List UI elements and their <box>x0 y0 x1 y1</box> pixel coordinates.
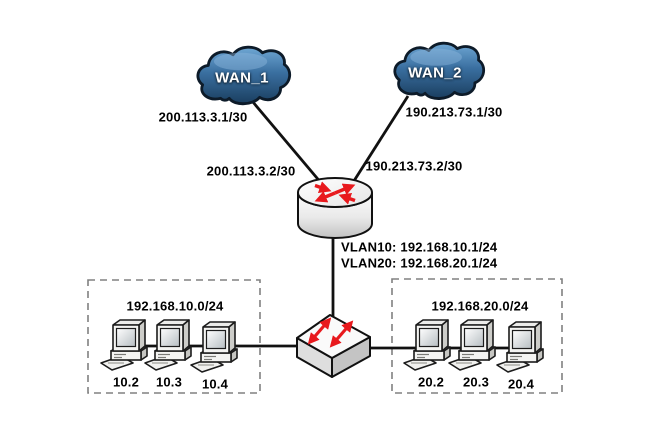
router-wan2-interface-label: 190.213.73.2/30 <box>365 158 463 174</box>
lan20-boundary-box <box>391 278 563 394</box>
pc-icon-10-2 <box>100 319 148 371</box>
router-wan1-interface-label: 200.113.3.2/30 <box>206 163 296 179</box>
wan2-router-link <box>350 95 410 185</box>
router-vlan20-label: VLAN20: 192.168.20.1/24 <box>341 255 498 271</box>
wan1-ip-label: 200.113.3.1/30 <box>158 109 248 125</box>
lan20-subnet-label: 192.168.20.0/24 <box>431 298 529 314</box>
host-label-10-3: 10.3 <box>155 374 183 390</box>
pc-icon-20-2 <box>403 319 451 371</box>
host-label-20-3: 20.3 <box>462 374 490 390</box>
host-label-10-4: 10.4 <box>201 376 229 392</box>
pc-icon-20-3 <box>448 319 496 371</box>
lan10-subnet-label: 192.168.10.0/24 <box>126 298 224 314</box>
wan2-cloud-icon <box>393 41 486 100</box>
switch-arrows-icon <box>307 317 354 348</box>
host-label-20-4: 20.4 <box>507 376 535 392</box>
wan2-label: WAN_2 <box>408 64 462 82</box>
router-vlan10-label: VLAN10: 192.168.10.1/24 <box>341 239 498 255</box>
host-label-10-2: 10.2 <box>112 374 140 390</box>
router-arrows-icon <box>314 181 356 205</box>
lan10-boundary-box <box>87 279 261 394</box>
host-label-20-2: 20.2 <box>417 374 445 390</box>
wan1-router-link <box>245 94 324 185</box>
wan1-cloud-icon <box>196 45 292 106</box>
wan1-label: WAN_1 <box>215 69 269 87</box>
switch-icon <box>296 314 371 378</box>
wan2-ip-label: 190.213.73.1/30 <box>405 104 503 120</box>
router-icon <box>297 177 373 239</box>
